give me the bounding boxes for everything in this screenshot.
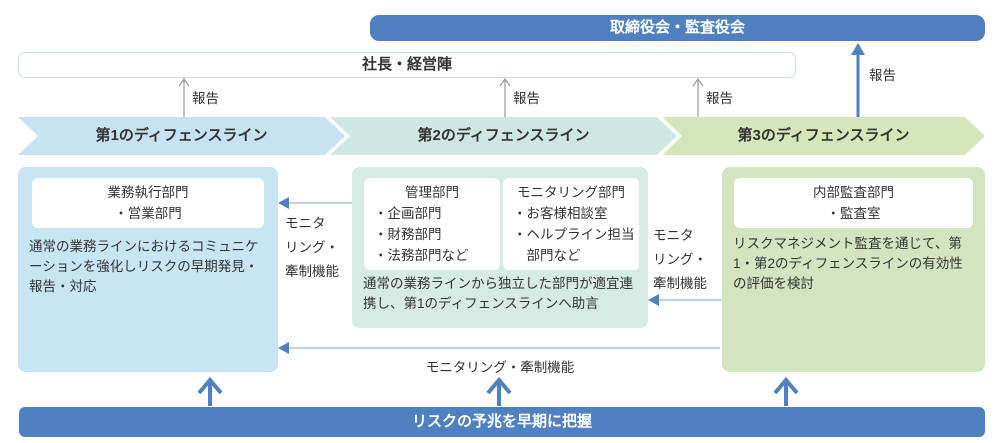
board-audit-label: 取締役会・監査役会: [609, 19, 745, 36]
monitoring-label-line: リング・: [653, 252, 707, 267]
second-line-description: 通常の業務ラインから独立した部門が適宜連携し、第1のディフェンスラインへ助言: [363, 276, 633, 311]
admin-dept-title: 管理部門: [405, 185, 459, 200]
third-line-dept-title: 内部監査部門: [813, 185, 894, 200]
report-arrow-2: [499, 77, 511, 117]
third-line-departments: 内部監査部門 ・監査室: [734, 178, 973, 228]
second-line-monitoring-departments: モニタリング部門 ・お客様相談室 ・ヘルプライン担当 部門など: [503, 178, 639, 270]
risk-escalation-arrow-3: [773, 377, 799, 406]
report-arrow-1: [178, 77, 190, 117]
risk-escalation-arrow-2: [486, 377, 512, 406]
risk-detection-label: リスクの予兆を早期に把握: [411, 413, 592, 430]
admin-dept-item: ・企画部門: [374, 206, 442, 221]
report-arrow-3: [692, 77, 704, 117]
monitoring-label-line: モニタ: [285, 216, 326, 231]
first-line-departments: 業務執行部門 ・営業部門: [32, 178, 264, 228]
defense-line-3-label: 第3のディフェンスライン: [737, 127, 910, 144]
defense-line-1-label: 第1のディフェンスライン: [95, 127, 268, 144]
monitoring-label-right: モニタ リング・ 牽制機能: [653, 224, 707, 296]
president-management-bar: 社長・経営陣: [18, 52, 796, 78]
defense-line-1-chevron: 第1のディフェンスライン: [18, 117, 345, 155]
first-line-box: 業務執行部門 ・営業部門 通常の業務ラインにおけるコミュニケーションを強化しリス…: [18, 167, 278, 372]
monitoring-label-left: モニタ リング・ 牽制機能: [285, 212, 339, 284]
third-line-box: 内部監査部門 ・監査室 リスクマネジメント監査を通じて、第1・第2のディフェンス…: [722, 167, 985, 372]
defense-line-2-chevron: 第2のディフェンスライン: [330, 117, 677, 155]
report-label-1: 報告: [192, 91, 219, 106]
report-arrow-board: [851, 43, 865, 117]
board-audit-bar: 取締役会・監査役会: [370, 15, 985, 41]
admin-dept-item: ・法務部門など: [374, 248, 469, 263]
first-line-dept-sub: ・営業部門: [114, 206, 182, 221]
defense-line-3-chevron: 第3のディフェンスライン: [662, 117, 985, 155]
monitoring-dept-item: 部門など: [513, 248, 581, 263]
third-line-description: リスクマネジメント監査を通じて、第1・第2のディフェンスラインの有効性の評価を検…: [733, 236, 963, 291]
second-line-box: 管理部門 ・企画部門 ・財務部門 ・法務部門など モニタリング部門 ・お客様相談…: [352, 167, 648, 328]
admin-dept-item: ・財務部門: [374, 227, 442, 242]
defense-line-2-label: 第2のディフェンスライン: [417, 127, 590, 144]
first-line-description: 通常の業務ラインにおけるコミュニケーションを強化しリスクの早期発見・報告・対応: [29, 239, 259, 294]
third-line-dept-sub: ・監査室: [826, 206, 881, 221]
second-line-admin-departments: 管理部門 ・企画部門 ・財務部門 ・法務部門など: [364, 178, 500, 270]
president-management-label: 社長・経営陣: [361, 56, 452, 73]
monitoring-dept-title: モニタリング部門: [517, 185, 625, 200]
monitoring-label-line: 牽制機能: [285, 264, 339, 279]
monitoring-label-bottom: モニタリング・牽制機能: [425, 360, 575, 375]
monitoring-arrow-3to2: [648, 294, 722, 306]
monitoring-label-line: モニタ: [653, 228, 694, 243]
report-label-board: 報告: [869, 68, 896, 83]
monitoring-arrow-3to1: [278, 342, 720, 354]
monitoring-dept-item: ・お客様相談室: [513, 206, 608, 221]
report-label-2: 報告: [513, 91, 540, 106]
monitoring-dept-item: ・ヘルプライン担当: [513, 227, 635, 242]
monitoring-label-line: 牽制機能: [653, 276, 707, 291]
monitoring-label-line: リング・: [285, 240, 339, 255]
risk-detection-bar: リスクの予兆を早期に把握: [19, 407, 985, 437]
report-label-3: 報告: [706, 91, 733, 106]
risk-escalation-arrow-1: [197, 377, 223, 406]
first-line-dept-title: 業務執行部門: [107, 185, 189, 200]
monitoring-arrow-2to1: [278, 197, 352, 209]
